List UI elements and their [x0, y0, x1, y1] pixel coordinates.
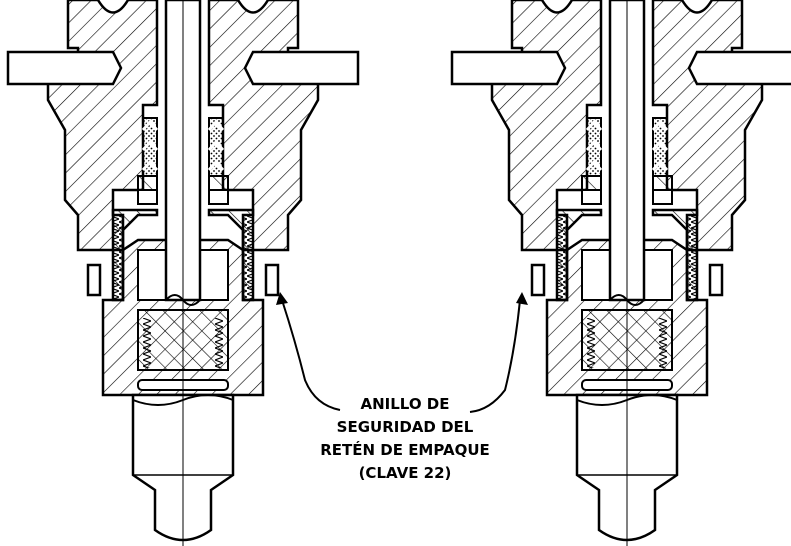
- callout-line-4: (CLAVE 22): [359, 464, 452, 482]
- callout-label: ANILLO DE SEGURIDAD DEL RETÉN DE EMPAQUE…: [320, 395, 490, 482]
- callout-leaders: [281, 299, 521, 413]
- callout-line-1: ANILLO DE: [361, 395, 450, 413]
- left-arrowhead: [276, 292, 288, 305]
- left-valve-assembly: [6, 0, 360, 546]
- right-arrowhead: [516, 292, 528, 305]
- callout-line-2: SEGURIDAD DEL: [337, 418, 474, 436]
- right-valve-assembly: [450, 0, 791, 546]
- callout-line-3: RETÉN DE EMPAQUE: [320, 440, 490, 459]
